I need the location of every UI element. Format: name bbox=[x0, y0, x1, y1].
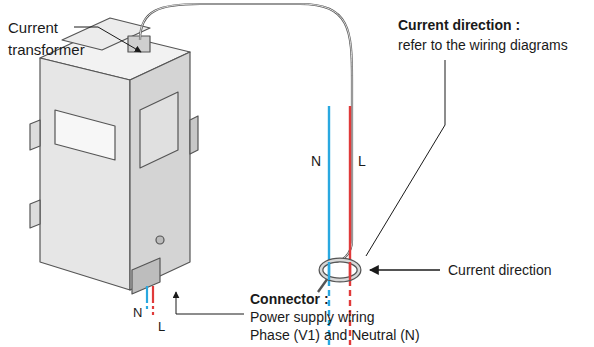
current-transformer-ring bbox=[321, 260, 359, 280]
callout-note: refer to the wiring diagrams bbox=[398, 36, 568, 54]
callout-note: Power supply wiring bbox=[250, 308, 375, 326]
wire-name: N bbox=[311, 152, 321, 170]
sensor-cable bbox=[140, 4, 352, 262]
direction-arrow bbox=[370, 269, 440, 270]
callout-heading: Current direction : bbox=[398, 16, 520, 34]
wire-name: N bbox=[133, 304, 142, 322]
part-label: Current direction bbox=[448, 261, 552, 279]
part-label: Current transformer bbox=[8, 17, 92, 61]
leader-line bbox=[366, 60, 445, 256]
neutral-wire bbox=[328, 106, 330, 270]
wire-name: L bbox=[158, 318, 165, 336]
phase-lead-dashed bbox=[152, 300, 154, 318]
neutral-lead bbox=[146, 286, 148, 300]
callout-note: Phase (V1) and Neutral (N) bbox=[250, 326, 420, 344]
sensor-cable-highlight bbox=[140, 4, 352, 262]
neutral-lead-dashed bbox=[146, 300, 148, 312]
phase-lead bbox=[152, 286, 154, 300]
phase-wire bbox=[349, 106, 351, 270]
sensor-cable-tail bbox=[318, 278, 328, 292]
leader-line bbox=[176, 292, 244, 314]
energy-meter-module bbox=[30, 18, 198, 294]
callout-heading: Connector : bbox=[250, 290, 329, 308]
wire-name: L bbox=[358, 152, 366, 170]
